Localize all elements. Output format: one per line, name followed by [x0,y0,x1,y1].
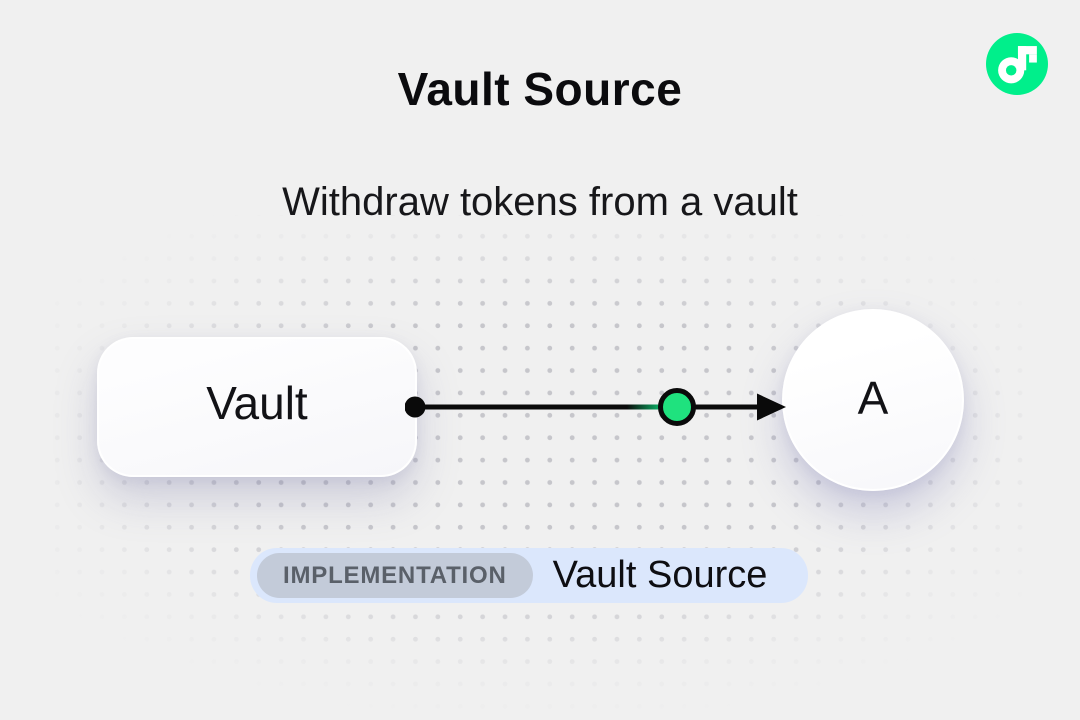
arrowhead-icon [757,393,786,421]
token-node-dot [658,388,696,426]
connector-green-glow [627,404,665,410]
page-subtitle: Withdraw tokens from a vault [282,180,798,224]
implementation-badge: IMPLEMENTATION Vault Source [250,548,808,603]
flow-logo-icon [986,33,1048,95]
implementation-tag: IMPLEMENTATION [257,553,533,598]
account-node: A [782,309,964,491]
vault-node: Vault [97,337,417,477]
vault-node-label: Vault [206,377,308,429]
implementation-label: Vault Source [552,554,768,596]
connector-arrow [405,388,786,426]
account-node-label: A [857,372,889,424]
source-endpoint-dot [405,396,426,418]
page-title: Vault Source [397,63,683,115]
